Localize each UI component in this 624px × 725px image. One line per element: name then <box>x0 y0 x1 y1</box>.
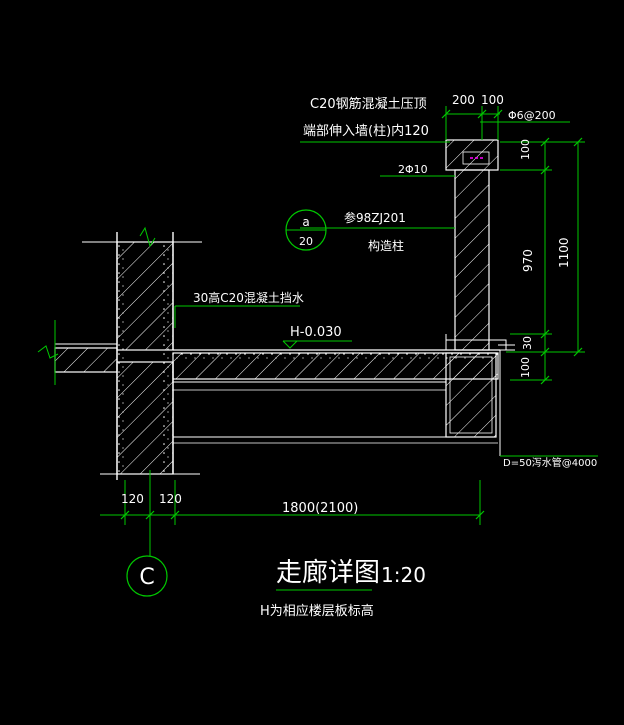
note-drain: D=50泻水管@4000 <box>503 456 597 469</box>
detail-number: a <box>302 215 309 229</box>
detail-reference-symbol <box>285 209 327 251</box>
dimension-ticks <box>120 109 583 520</box>
left-floor-slab <box>54 343 118 373</box>
detail-sheet: 20 <box>299 235 313 248</box>
dim-bottom-120-right: 120 <box>159 492 182 506</box>
drawing-title: 走廊详图 <box>276 558 380 588</box>
dim-top-100: 100 <box>481 93 504 107</box>
note-column: 构造柱 <box>368 238 404 253</box>
slab-soffit <box>173 381 498 444</box>
note-rebar-long: 2Φ10 <box>398 163 428 176</box>
note-curb: 30高C20混凝土挡水 <box>193 290 304 305</box>
parapet-wall <box>445 139 507 351</box>
dim-top-200: 200 <box>452 93 475 107</box>
dim-right-30: 30 <box>521 336 534 350</box>
note-reference: 参98ZJ201 <box>344 210 406 225</box>
dim-right-100-top: 100 <box>519 139 532 160</box>
drawing-subtitle: H为相应楼层板标高 <box>260 603 374 619</box>
note-coping-line2: 端部伸入墙(柱)内120 <box>303 123 429 139</box>
dim-right-970: 970 <box>521 249 535 272</box>
note-coping-line1: C20钢筋混凝土压顶 <box>310 96 427 112</box>
dim-right-1100: 1100 <box>557 237 571 268</box>
corridor-slab <box>172 349 500 380</box>
axis-bubble <box>126 555 168 597</box>
dim-bottom-120-left: 120 <box>121 492 144 506</box>
elevation-label: H-0.030 <box>290 325 342 340</box>
dim-bottom-span: 1800(2100) <box>282 501 358 516</box>
drawing-scale: 1:20 <box>381 563 426 587</box>
left-wall-section <box>82 232 202 480</box>
edge-beam <box>445 352 497 438</box>
dim-right-100-bottom: 100 <box>519 357 532 378</box>
note-rebar-top: Φ6@200 <box>508 109 556 122</box>
axis-label: C <box>139 565 154 590</box>
drain-pipe <box>498 344 515 456</box>
